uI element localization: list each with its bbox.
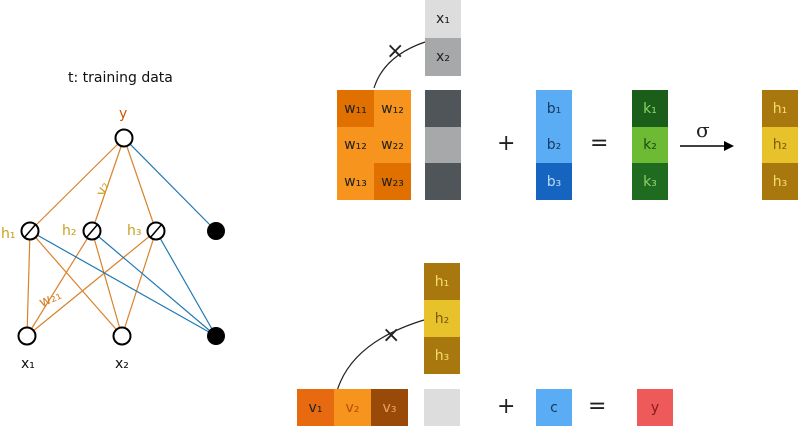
sigma-label: σ (696, 118, 710, 142)
product-cell-1 (425, 90, 461, 127)
top-equals-sign: = (590, 131, 609, 156)
label-h1: h₁ (1, 226, 16, 242)
top-multiply-curve (373, 41, 426, 89)
edge-h2-x1 (26, 230, 93, 337)
node-h2-slash (85, 223, 99, 239)
product-cell-2 (425, 127, 461, 163)
label-y: y (119, 106, 128, 122)
preact-k1-cell: k₁ (632, 90, 668, 127)
edge-h3-x1 (26, 230, 157, 337)
edge-h2-x2 (91, 230, 123, 337)
output-y-cell: y (637, 389, 673, 426)
hidden-h3-cell: h₃ (762, 163, 798, 200)
label-x1: x₁ (21, 356, 35, 372)
bias-b1-cell: b₁ (536, 90, 572, 127)
node-h3-slash (149, 223, 163, 239)
network-title: t: training data (68, 70, 173, 86)
bottom-h2-cell: h₂ (424, 300, 460, 337)
edge-y-h1 (29, 137, 125, 232)
blue-edges (29, 137, 217, 337)
bias-node-input (207, 327, 225, 345)
w-cell-r3c1: w₁₃ (337, 163, 374, 200)
preact-k3-cell: k₃ (632, 163, 668, 200)
v2-cell: v₂ (334, 389, 371, 426)
orange-edges (26, 137, 157, 337)
bottom-h3-cell: h₃ (424, 337, 460, 374)
v1-cell: v₁ (297, 389, 334, 426)
preact-k2-cell: k₂ (632, 127, 668, 163)
bias-c-cell: c (536, 389, 572, 426)
edge-h2-bias (91, 230, 217, 337)
w-cell-r1c1: w₁₁ (337, 90, 374, 127)
edge-h3-bias (155, 230, 217, 337)
w-cell-r2c1: w₁₂ (337, 127, 374, 163)
edge-y-bias (123, 137, 217, 232)
bias-node-hidden (207, 222, 225, 240)
node-x1 (17, 326, 37, 346)
bias-b2-cell: b₂ (536, 127, 572, 163)
node-x2 (112, 326, 132, 346)
label-x2: x₂ (115, 356, 129, 372)
edge-h1-x1 (26, 230, 31, 337)
edge-y-h2 (91, 137, 125, 232)
bias-b3-cell: b₃ (536, 163, 572, 200)
node-h1-slash (23, 223, 37, 239)
hidden-h2-cell: h₂ (762, 127, 798, 163)
w-cell-r1c2: w₁₂ (374, 90, 411, 127)
bottom-multiply-curve (336, 319, 425, 392)
bottom-equals-sign: = (588, 394, 607, 419)
w-cell-r2c2: w₂₂ (374, 127, 411, 163)
input-x1-cell: x₁ (425, 0, 461, 38)
bottom-times-sign: × (382, 323, 401, 348)
edge-h1-x2 (29, 230, 123, 337)
product-cell-3 (425, 163, 461, 200)
top-times-sign: × (386, 39, 405, 64)
sigma-arrow-head (724, 141, 734, 151)
bottom-h1-cell: h₁ (424, 263, 460, 300)
v3-cell: v₃ (371, 389, 408, 426)
edge-y-h3 (123, 137, 157, 232)
hidden-h1-cell: h₁ (762, 90, 798, 127)
label-h3: h₃ (127, 223, 142, 239)
top-plus-sign: + (497, 131, 516, 156)
edge-h3-x2 (121, 230, 157, 337)
edge-h1-bias (29, 230, 217, 337)
input-x2-cell: x₂ (425, 38, 461, 76)
node-y (114, 128, 134, 148)
w-cell-r3c2: w₂₃ (374, 163, 411, 200)
label-h2: h₂ (62, 223, 77, 239)
bottom-plus-sign: + (497, 394, 516, 419)
bottom-product-cell (424, 389, 460, 426)
